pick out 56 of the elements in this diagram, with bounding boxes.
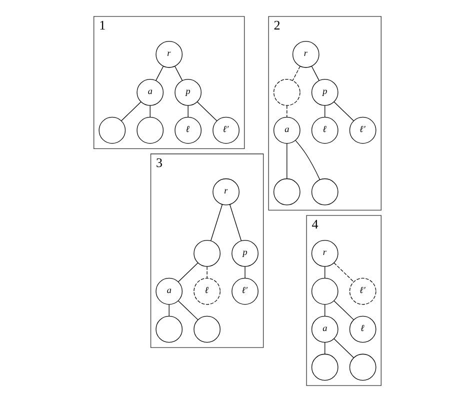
node-circle bbox=[348, 354, 376, 381]
connector bbox=[206, 266, 207, 278]
node-circle bbox=[193, 240, 220, 267]
connector bbox=[120, 102, 141, 122]
connector bbox=[168, 304, 169, 316]
connector bbox=[177, 300, 198, 320]
connector bbox=[324, 266, 325, 278]
node-circle: p bbox=[310, 78, 338, 106]
connector bbox=[174, 66, 182, 81]
node-circle bbox=[155, 316, 182, 343]
connector bbox=[149, 105, 150, 118]
connector bbox=[294, 140, 320, 180]
node-circle: r bbox=[155, 41, 182, 68]
connector bbox=[177, 262, 198, 282]
connector bbox=[286, 143, 287, 180]
connector bbox=[310, 66, 319, 81]
connector bbox=[324, 105, 325, 118]
node-circle: p bbox=[231, 240, 258, 267]
node-circle bbox=[310, 178, 338, 206]
node-circle bbox=[98, 116, 126, 144]
node-circle: r bbox=[310, 240, 338, 267]
connector bbox=[210, 204, 222, 241]
connector bbox=[333, 262, 354, 282]
connector bbox=[244, 266, 245, 278]
connector bbox=[324, 304, 325, 316]
node-circle bbox=[273, 178, 300, 206]
node-circle: ℓ bbox=[193, 278, 220, 305]
node-circle: ℓ′ bbox=[212, 116, 239, 144]
connector bbox=[228, 204, 242, 241]
node-circle: r bbox=[292, 41, 319, 68]
node-circle: ℓ′ bbox=[348, 278, 376, 305]
connector bbox=[292, 66, 300, 81]
node-circle: a bbox=[136, 78, 164, 106]
connector bbox=[187, 105, 188, 118]
connector bbox=[333, 102, 354, 122]
node-circle: r bbox=[212, 178, 239, 206]
connector bbox=[324, 342, 325, 354]
node-circle: a bbox=[310, 316, 338, 343]
node-circle bbox=[193, 316, 220, 343]
node-circle: a bbox=[273, 116, 300, 144]
node-circle: ℓ bbox=[310, 116, 338, 144]
node-circle: ℓ′ bbox=[348, 116, 376, 144]
node-circle bbox=[136, 116, 164, 144]
node-circle: ℓ bbox=[348, 316, 376, 343]
connector bbox=[286, 105, 287, 118]
connector bbox=[333, 338, 354, 358]
node-circle bbox=[310, 354, 338, 381]
node-circle: a bbox=[155, 278, 182, 305]
node-circle bbox=[310, 278, 338, 305]
node-circle: ℓ bbox=[174, 116, 201, 144]
connector bbox=[333, 300, 354, 320]
node-circle: p bbox=[174, 78, 201, 106]
connector bbox=[196, 102, 217, 122]
node-circle bbox=[273, 78, 300, 106]
node-circle: ℓ′ bbox=[231, 278, 258, 305]
connector bbox=[155, 66, 164, 81]
